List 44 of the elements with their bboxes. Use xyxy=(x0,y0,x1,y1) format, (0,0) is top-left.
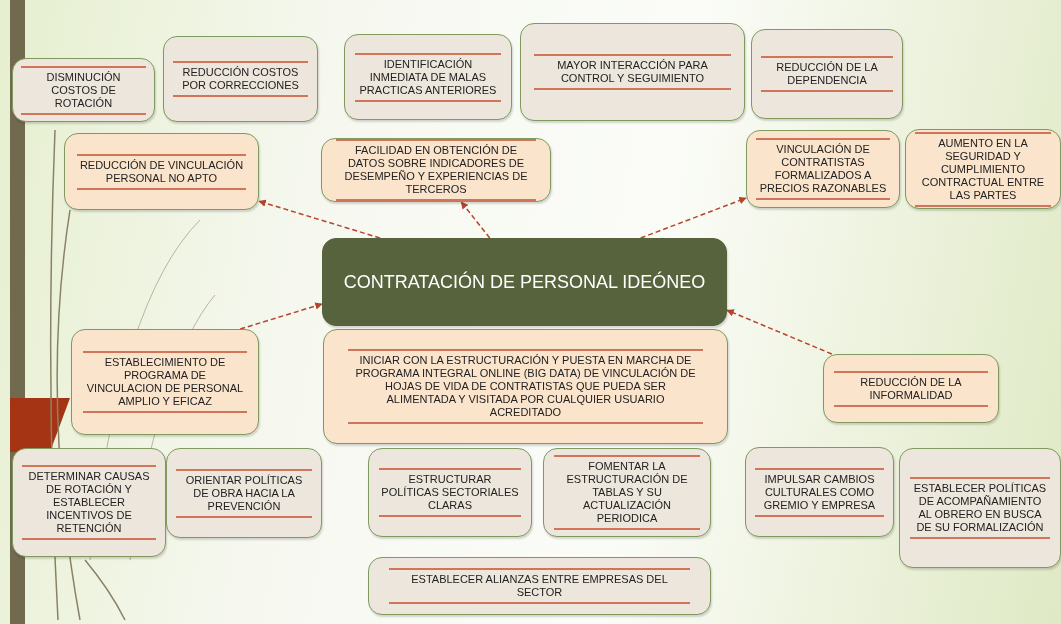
dashed-arrow xyxy=(258,199,381,239)
node-text: ESTABLECIMIENTO DE PROGRAMA DE VINCULACION DE PERSONAL AMPLIO Y EFICAZ xyxy=(83,351,247,413)
node-text: REDUCCIÓN DE LA INFORMALIDAD xyxy=(834,370,988,407)
idea-box xyxy=(520,23,745,121)
idea-box xyxy=(166,448,322,538)
idea-box xyxy=(745,447,894,537)
node-text: DETERMINAR CAUSAS DE ROTACIÓN Y ESTABLECER INCENTIVOS DE RETENCIÓN xyxy=(22,465,156,540)
benefit-box xyxy=(905,129,1061,209)
node-text: IMPULSAR CAMBIOS CULTURALES COMO GREMIO Y EMPRESA xyxy=(754,467,885,517)
dashed-arrow xyxy=(239,302,323,330)
node-text: REDUCCIÓN COSTOS POR CORRECCIONES xyxy=(173,61,308,97)
idea-box xyxy=(12,448,166,557)
benefit-box xyxy=(323,329,728,444)
node-text: ORIENTAR POLÍTICAS DE OBRA HACIA LA PREVENCIÓN xyxy=(176,468,312,518)
node-text: FOMENTAR LA ESTRUCTURACIÓN DE TABLAS Y SU ACTUALIZACIÓN PERIODICA xyxy=(553,455,701,530)
central-topic-box xyxy=(322,238,727,326)
dashed-arrow xyxy=(726,309,833,355)
benefit-box xyxy=(823,354,999,423)
node-text: INICIAR CON LA ESTRUCTURACIÓN Y PUESTA EN MARCHA DE PROGRAMA INTEGRAL ONLINE (BIG DATA) DE VINCULACIÓN DE HOJAS DE VIDA DE CONTRATISTAS QUE PUEDA SER ALIMENTADA Y VISITADA POR CUALQUIER USUARIO ACREDITADO xyxy=(348,349,703,424)
idea-box xyxy=(368,448,532,537)
idea-box xyxy=(899,448,1061,568)
node-text: DISMINUCIÓN COSTOS DE ROTACIÓN xyxy=(21,65,146,115)
benefit-box xyxy=(746,130,900,208)
benefit-box xyxy=(64,133,259,210)
idea-box xyxy=(344,34,512,120)
idea-box xyxy=(751,29,903,119)
node-text: ESTRUCTURAR POLÍTICAS SECTORIALES CLARAS xyxy=(378,468,522,517)
node-text: IDENTIFICACIÓN INMEDIATA DE MALAS PRACTICAS ANTERIORES xyxy=(354,52,502,102)
topic-title: CONTRATACIÓN DE PERSONAL IDEÓNEO xyxy=(342,270,707,294)
node-text: MAYOR INTERACCIÓN PARA CONTROL Y SEGUIMIENTO xyxy=(534,54,731,90)
node-text: FACILIDAD EN OBTENCIÓN DE DATOS SOBRE INDICADORES DE DESEMPEÑO Y EXPERIENCIAS DE TERCEROS xyxy=(335,139,537,201)
dashed-arrow xyxy=(639,197,747,239)
idea-box xyxy=(368,557,711,615)
node-text: AUMENTO EN LA SEGURIDAD Y CUMPLIMIENTO CONTRACTUAL ENTRE LAS PARTES xyxy=(915,131,1051,207)
idea-box xyxy=(163,36,318,122)
idea-box xyxy=(543,448,711,537)
node-text: ESTABLECER ALIANZAS ENTRE EMPRESAS DEL SECTOR xyxy=(389,568,690,604)
node-text: REDUCCIÓN DE LA DEPENDENCIA xyxy=(761,56,893,92)
node-text: VINCULACIÓN DE CONTRATISTAS FORMALIZADOS A PRECIOS RAZONABLES xyxy=(756,138,890,200)
benefit-box xyxy=(71,329,259,435)
node-text: REDUCCIÓN DE VINCULACIÓN PERSONAL NO APTO xyxy=(76,153,247,190)
dashed-arrow xyxy=(460,201,491,239)
idea-box xyxy=(12,58,155,122)
node-text: ESTABLECER POLÍTICAS DE ACOMPAÑAMIENTO AL OBRERO EN BUSCA DE SU FORMALIZACIÓN xyxy=(909,477,1051,539)
